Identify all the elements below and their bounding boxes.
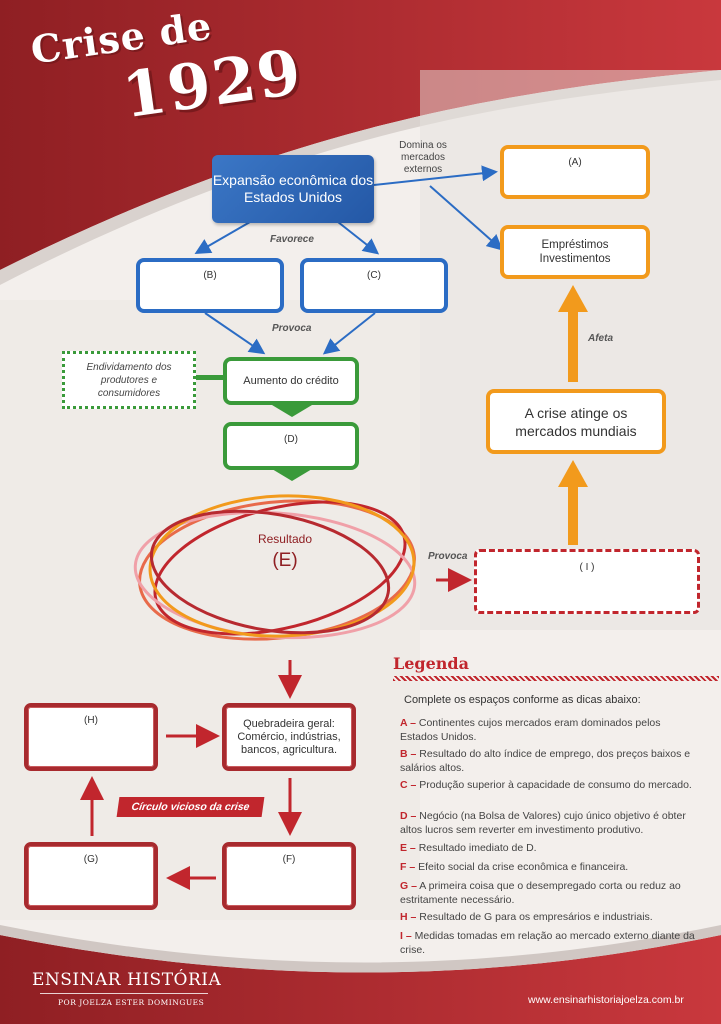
footer-url[interactable]: www.ensinarhistoriajoelza.com.br xyxy=(528,994,684,1006)
legend-item-f: F – Efeito social da crise econômica e f… xyxy=(400,861,629,873)
node-i[interactable]: ( I ) xyxy=(474,549,700,614)
legend-item-b: B – Resultado do alto índice de emprego,… xyxy=(400,748,691,774)
footer-brand: ENSINAR HISTÓRIA xyxy=(32,970,222,990)
node-credit-increase: Aumento do crédito xyxy=(223,357,359,405)
legend-item-d: D – Negócio (na Bolsa de Valores) cujo ú… xyxy=(400,810,686,836)
legend-item-e: E – Resultado imediato de D. xyxy=(400,842,537,854)
node-h[interactable]: (H) xyxy=(24,703,158,771)
node-a[interactable]: (A) xyxy=(500,145,650,199)
label-affects: Afeta xyxy=(588,333,614,344)
label-provokes-1: Provoca xyxy=(272,323,312,334)
node-world-markets: A crise atinge os mercados mundiais xyxy=(486,389,666,454)
legend-title: Legenda xyxy=(393,654,469,673)
label-favors: Favorece xyxy=(270,234,314,245)
label-provokes-2: Provoca xyxy=(428,551,468,562)
legend-item-i: I – Medidas tomadas em relação ao mercad… xyxy=(400,930,695,956)
legend-item-c: C – Produção superior à capacidade de co… xyxy=(400,779,692,791)
legend-divider xyxy=(393,676,719,681)
node-c[interactable]: (C) xyxy=(300,258,448,313)
node-general-bankruptcy: Quebradeira geral: Comércio, indústrias,… xyxy=(222,703,356,771)
label-dominates: Domina os mercados externos xyxy=(399,140,447,175)
node-debt: Endividamento dos produtores e consumido… xyxy=(62,351,196,409)
node-b[interactable]: (B) xyxy=(136,258,284,313)
node-economic-expansion: Expansão econômica dos Estados Unidos xyxy=(212,155,374,223)
footer-author: POR JOELZA ESTER DOMINGUES xyxy=(58,998,205,1007)
result-letter[interactable]: (E) xyxy=(272,550,298,571)
node-loans-investments: Empréstimos Investimentos xyxy=(500,225,650,279)
legend-item-a: A – Continentes cujos mercados eram domi… xyxy=(400,717,661,743)
legend-item-g: G – A primeira coisa que o desempregado … xyxy=(400,880,681,906)
legend-intro: Complete os espaços conforme as dicas ab… xyxy=(404,694,641,706)
node-d[interactable]: (D) xyxy=(223,422,359,470)
result-word: Resultado xyxy=(257,532,313,546)
node-g[interactable]: (G) xyxy=(24,842,158,910)
legend-item-h: H – Resultado de G para os empresários e… xyxy=(400,911,653,923)
vicious-cycle-label: Círculo vicioso da crise xyxy=(116,797,265,817)
node-f[interactable]: (F) xyxy=(222,842,356,910)
footer-divider xyxy=(40,993,208,994)
